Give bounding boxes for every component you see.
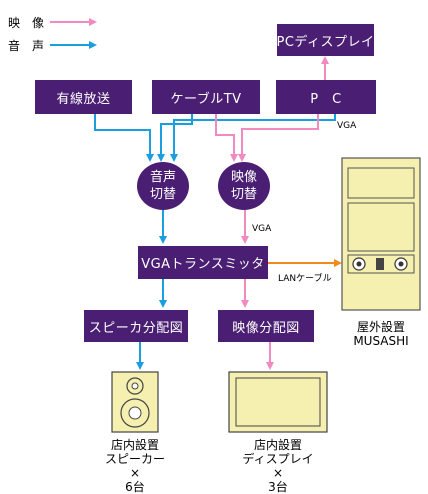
legend-audio: 音 声 [8, 37, 48, 54]
pc-box: P C [276, 80, 376, 114]
outdoor-caption-line1: 屋外設置 [356, 320, 405, 334]
video-distributor-box: 映像分配図 [218, 310, 314, 342]
outdoor-caption-line2: MUSASHI [353, 334, 409, 348]
outdoor-caption: 屋外設置 MUSASHI [340, 320, 422, 348]
lan-cable-label: LANケーブル [278, 274, 332, 284]
legend-video: 映 像 [8, 14, 48, 31]
audio-switch: 音声 切替 [137, 162, 189, 210]
legend-video-label: 映 像 [8, 16, 45, 30]
speakers-caption-line2: スピーカー [104, 452, 165, 466]
video-switch: 映像 切替 [218, 162, 270, 210]
displays-caption-line2: ディスプレイ [242, 452, 314, 466]
cable-tv-box: ケーブルTV [152, 80, 260, 114]
video-switch-line1: 映像 [230, 170, 257, 185]
displays-caption-line3: × [272, 466, 284, 480]
arrow-broadcast-audio [94, 114, 154, 162]
speakers-caption-line1: 店内設置 [110, 438, 159, 452]
displays-caption-line4: 3台 [268, 480, 288, 494]
vga-label-middle: VGA [252, 224, 272, 234]
displays-caption: 店内設置 ディスプレイ × 3台 [228, 438, 328, 494]
displays-caption-line1: 店内設置 [253, 438, 302, 452]
arrow-pc-video [238, 114, 319, 162]
speaker-distributor-box: スピーカ分配図 [84, 310, 188, 342]
vga-transmitter-box: VGAトランスミッタ [138, 246, 268, 279]
musashi-unit-icon [341, 157, 421, 311]
pc-display-box: PCディスプレイ [277, 24, 374, 56]
display-icon [228, 371, 328, 433]
arrow-pc-audio [170, 114, 336, 162]
audio-switch-line2: 切替 [149, 187, 176, 202]
speakers-caption-line4: 6台 [125, 480, 145, 494]
speakers-caption-line3: × [129, 466, 141, 480]
video-switch-line2: 切替 [230, 187, 257, 202]
arrow-cabletv-video [215, 114, 238, 162]
vga-label-right: VGA [337, 121, 357, 131]
cable-broadcast-box: 有線放送 [35, 80, 132, 114]
speakers-caption: 店内設置 スピーカー × 6台 [90, 438, 180, 494]
legend-audio-label: 音 声 [8, 39, 45, 53]
audio-switch-line1: 音声 [149, 170, 176, 185]
speaker-icon [111, 371, 159, 433]
